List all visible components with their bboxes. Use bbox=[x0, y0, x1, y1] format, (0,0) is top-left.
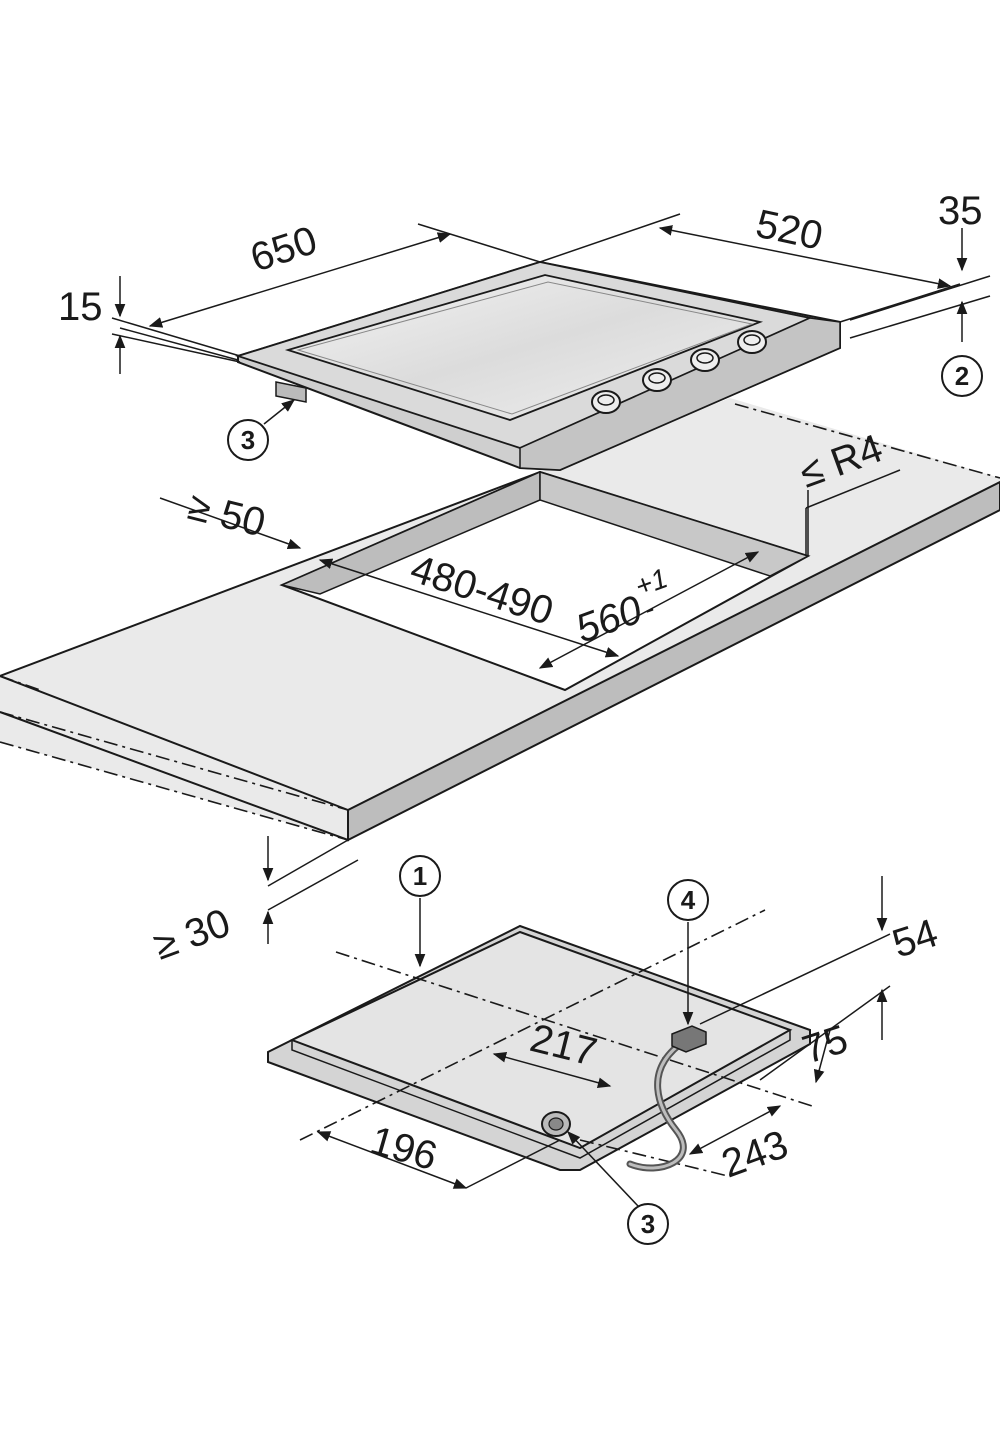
control-knob-3 bbox=[690, 348, 720, 372]
svg-text:4: 4 bbox=[681, 885, 696, 915]
svg-text:3: 3 bbox=[241, 425, 255, 455]
dim-75: 75 bbox=[797, 1017, 853, 1073]
control-knob-1 bbox=[591, 390, 621, 414]
callout-3-top: 3 bbox=[227, 399, 296, 461]
svg-text:2: 2 bbox=[955, 361, 969, 391]
hob-underside-view bbox=[267, 909, 813, 1177]
dim-196: 196 bbox=[366, 1118, 442, 1179]
svg-text:1: 1 bbox=[413, 861, 427, 891]
callout-1: 1 bbox=[399, 855, 441, 968]
control-knob-4 bbox=[737, 330, 767, 354]
callout-3-bottom: 3 bbox=[567, 1131, 669, 1245]
dim-650: 650 bbox=[245, 218, 322, 280]
callout-4: 4 bbox=[667, 879, 709, 1026]
terminal-box bbox=[671, 1025, 707, 1053]
connector-top bbox=[275, 381, 307, 403]
dim-15: 15 bbox=[58, 285, 103, 329]
svg-text:3: 3 bbox=[641, 1209, 655, 1239]
glass-surface bbox=[284, 274, 764, 421]
dim-54: 54 bbox=[887, 911, 943, 967]
dim-243: 243 bbox=[716, 1122, 794, 1186]
dim-520: 520 bbox=[752, 202, 826, 259]
control-knob-2 bbox=[642, 368, 672, 392]
callout-2: 2 bbox=[941, 355, 983, 397]
dim-min-50: ≥ 50 bbox=[184, 484, 270, 545]
dim-35: 35 bbox=[938, 189, 983, 233]
dim-min-30: ≥ 30 bbox=[148, 901, 236, 969]
connector-bottom bbox=[541, 1111, 571, 1137]
